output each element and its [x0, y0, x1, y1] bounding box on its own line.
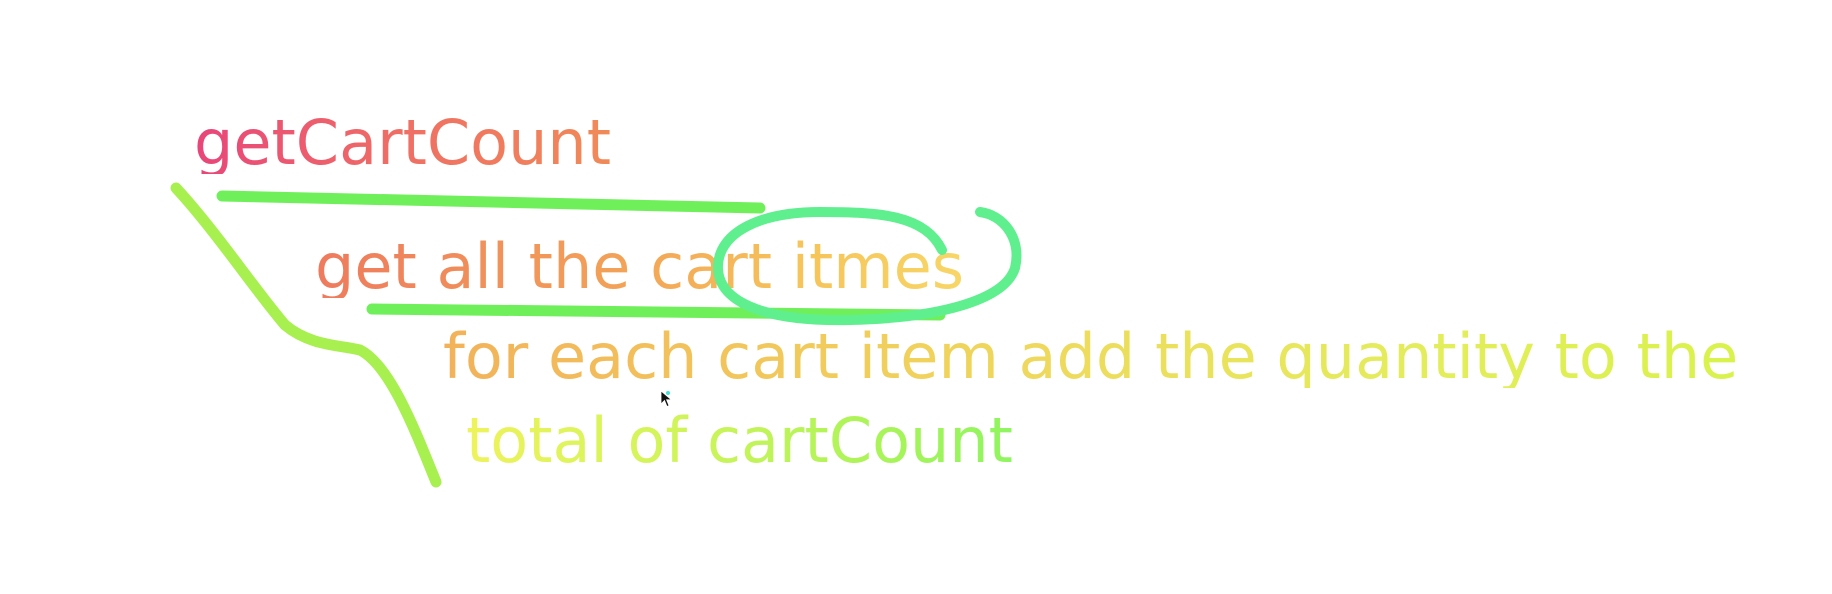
mouse-pointer-icon: [660, 390, 673, 408]
title-underline: [216, 190, 766, 214]
note-step-2-line-2: total of cartCount: [466, 404, 1013, 477]
step1-underline: [366, 303, 946, 321]
note-step-1: get all the cart itmes: [315, 230, 965, 303]
note-step-2-line-1: for each cart item add the quantity to t…: [443, 320, 1739, 393]
note-title: getCartCount: [194, 106, 612, 179]
